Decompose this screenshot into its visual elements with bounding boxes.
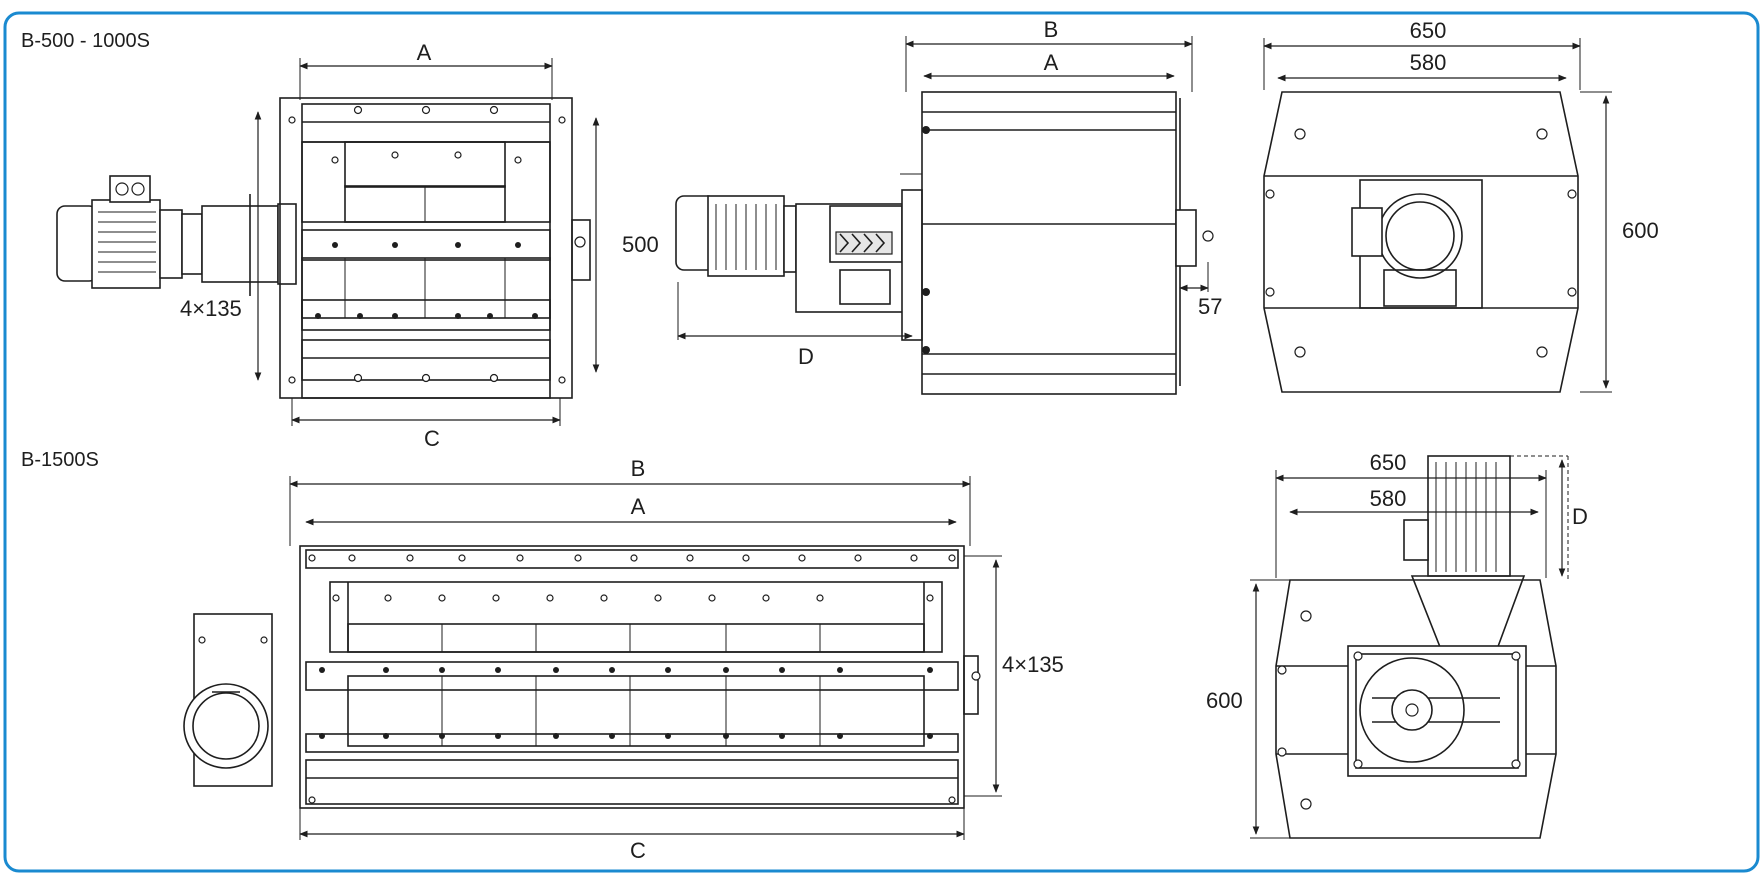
top-side-dim-a: A [1044, 50, 1059, 75]
top-side-dim-500: 500 [622, 232, 659, 257]
motor [56, 175, 297, 296]
drive-arrow-label [835, 231, 893, 255]
top-side-dim-b: B [1044, 17, 1059, 42]
top-side-view: B A 500 D 57 [622, 17, 1222, 395]
bottom-end-dim-600: 600 [1206, 688, 1243, 713]
top-front-dim-a: A [417, 40, 432, 65]
drawing-frame [3, 11, 1760, 873]
top-front-dim-c: C [424, 426, 440, 451]
model-title-b1500s: B-1500S [21, 449, 99, 471]
bottom-end-dim-580: 580 [1370, 486, 1407, 511]
bottom-end-dim-650: 650 [1370, 450, 1407, 475]
bottom-front-bolts [308, 554, 956, 804]
top-end-view: 650 580 600 [1263, 18, 1659, 393]
top-front-dim-pitch: 4×135 [180, 296, 242, 321]
bottom-front-view: B A 4×135 C [183, 456, 1064, 863]
bottom-end-view: 650 580 D 600 [1206, 450, 1588, 839]
top-end-dim-580: 580 [1410, 50, 1447, 75]
top-side-dim-57: 57 [1198, 294, 1222, 319]
top-side-dim-d: D [798, 344, 814, 369]
top-front-view: A 4×135 C [56, 40, 600, 451]
bottom-end-dim-d: D [1572, 504, 1588, 529]
bottom-front-dim-b: B [631, 456, 646, 481]
bottom-front-dim-pitch: 4×135 [1002, 652, 1064, 677]
top-end-dim-650: 650 [1410, 18, 1447, 43]
bottom-front-dim-c: C [630, 838, 646, 863]
model-title-b500-1000s: B-500 - 1000S [21, 30, 150, 52]
motor [1427, 455, 1511, 577]
bottom-front-dim-a: A [631, 494, 646, 519]
top-end-dim-600: 600 [1622, 218, 1659, 243]
